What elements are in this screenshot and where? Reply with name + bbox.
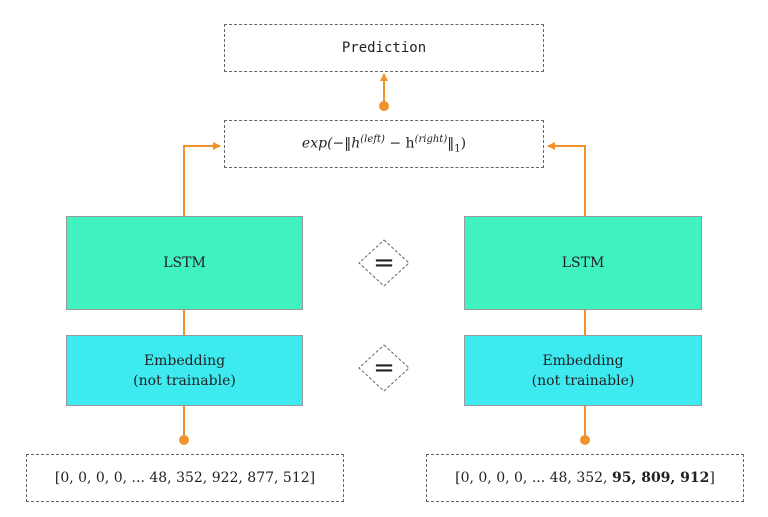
right-input-differing-tokens: 95, 809, 912 <box>611 470 710 486</box>
left-embedding-title: Embedding <box>143 352 226 369</box>
right-lstm-label: LSTM <box>561 255 605 271</box>
left-input-dot <box>179 435 189 445</box>
shared-weights-diamond-embedding <box>358 344 410 392</box>
shared-weights-diamond-lstm <box>358 239 410 287</box>
right-lstm-block: LSTM <box>464 216 702 310</box>
right-embedding-title: Embedding <box>542 352 624 369</box>
prediction-label: Prediction <box>341 40 427 56</box>
prediction-box: Prediction <box>224 24 544 72</box>
left-lstm-to-distance-arrow <box>183 142 221 216</box>
left-input-sequence-box: [0, 0, 0, 0, ... 48, 352, 922, 877, 512] <box>26 454 344 502</box>
shared-weights-symbol-embedding: = <box>373 353 395 383</box>
left-lstm-block: LSTM <box>66 216 303 310</box>
distance-output-dot <box>379 101 389 111</box>
right-input-dot <box>580 435 590 445</box>
shared-weights-symbol-lstm: = <box>373 248 395 278</box>
right-lstm-to-distance-arrow <box>547 142 586 216</box>
right-input-sequence: [0, 0, 0, 0, ... 48, 352, 95, 809, 912] <box>455 470 715 486</box>
right-embedding-subtitle: (not trainable) <box>531 372 635 389</box>
right-embedding-block: Embedding (not trainable) <box>464 335 702 406</box>
distance-formula: exp(−‖h(left) − h(right)‖1) <box>301 133 467 155</box>
left-lstm-label: LSTM <box>163 255 206 271</box>
right-input-sequence-box: [0, 0, 0, 0, ... 48, 352, 95, 809, 912] <box>426 454 744 502</box>
distance-formula-box: exp(−‖h(left) − h(right)‖1) <box>224 120 544 168</box>
left-input-sequence: [0, 0, 0, 0, ... 48, 352, 922, 877, 512] <box>54 470 316 486</box>
left-embedding-block: Embedding (not trainable) <box>66 335 303 406</box>
left-embedding-subtitle: (not trainable) <box>133 372 236 389</box>
